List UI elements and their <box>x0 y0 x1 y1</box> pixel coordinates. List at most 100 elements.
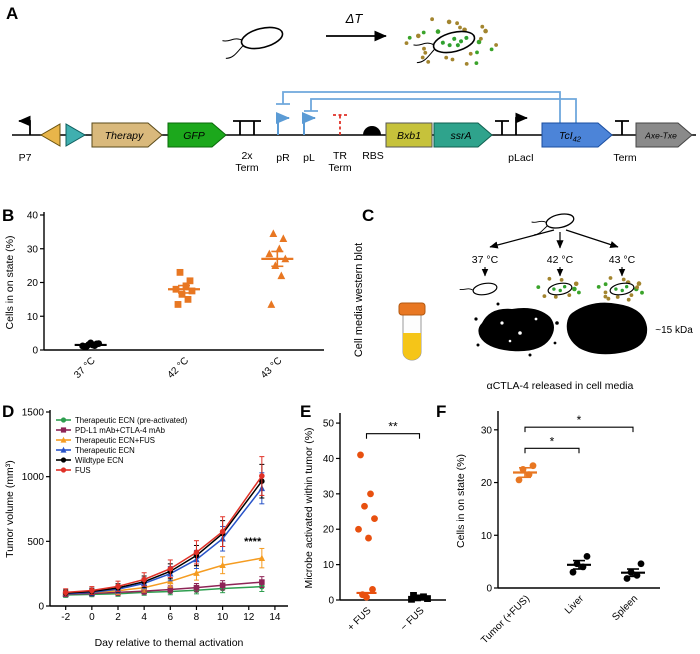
data-point <box>141 576 147 583</box>
activated-bacterium-icon <box>413 30 476 64</box>
molecule-dot <box>636 281 642 286</box>
panel-label-a: A <box>6 4 19 23</box>
molecule-dot <box>494 43 498 47</box>
data-point <box>414 594 421 602</box>
bacterium-43-icon <box>609 282 635 296</box>
data-point <box>184 295 192 303</box>
molecule-dot <box>444 55 449 60</box>
tr-label-top: TR <box>333 150 347 162</box>
significance-label: ** <box>388 420 398 434</box>
x-tick-label: 6 <box>168 612 174 623</box>
series-line <box>65 480 263 594</box>
data-point <box>60 467 67 473</box>
y-tick-label: 50 <box>323 419 335 430</box>
molecule-dot <box>635 285 639 290</box>
molecule-dot <box>475 50 479 55</box>
data-point <box>182 282 190 290</box>
x-category-label: Liver <box>563 593 587 617</box>
data-point <box>363 593 370 601</box>
series-line <box>65 487 263 595</box>
p7-label: P7 <box>19 152 32 164</box>
y-axis-label: Tumor volume (mm³) <box>4 460 16 558</box>
panel-a-circuit-diagram: ΔT Therapy GFP Bx <box>12 11 696 174</box>
molecule-dot <box>629 293 634 297</box>
molecule-dot <box>476 39 482 45</box>
y-tick-label: 30 <box>27 244 39 255</box>
data-point <box>60 417 67 423</box>
data-point <box>371 515 378 523</box>
x-category-label: 43 °C <box>259 355 285 381</box>
y-tick-label: 0 <box>38 602 44 613</box>
tci42-gene <box>541 122 613 148</box>
gfp-gene <box>167 122 227 148</box>
tr-terminator-icon <box>333 114 347 135</box>
bacterium-43-molecules <box>596 276 644 302</box>
placi-promoter-icon <box>515 112 528 135</box>
bacterium-42-molecules <box>536 276 581 299</box>
molecule-dot <box>446 19 452 25</box>
data-point <box>176 268 184 276</box>
data-point <box>525 471 533 479</box>
x-tick-label: 8 <box>194 612 200 623</box>
significance-annotation: **** <box>244 536 262 548</box>
molecule-dot <box>626 297 631 302</box>
data-point <box>271 261 280 270</box>
att-site-teal-icon <box>65 123 86 147</box>
data-point <box>219 582 226 589</box>
branch-arrow-37 <box>489 229 555 249</box>
bacterium-37-icon <box>459 282 498 296</box>
molecule-dot <box>423 50 428 55</box>
data-point <box>279 234 288 243</box>
data-point <box>357 451 364 459</box>
pl-label: pL <box>303 152 315 164</box>
data-point <box>193 549 200 556</box>
data-point <box>172 285 180 293</box>
panel-label-d: D <box>2 402 15 421</box>
legend-label: Therapeutic ECN <box>75 446 135 455</box>
data-point <box>529 462 537 470</box>
molecule-dot <box>458 25 462 30</box>
data-point <box>269 229 278 237</box>
molecule-dot <box>416 33 421 39</box>
data-point <box>355 525 362 533</box>
x-category-label: Tumor (+FUS) <box>479 593 532 646</box>
molecule-dot <box>608 276 613 280</box>
data-point <box>259 473 265 479</box>
molecule-dot <box>468 51 473 56</box>
pr-promoter-icon <box>276 112 290 135</box>
therapy-gene <box>91 122 163 148</box>
term2x-label-top: 2x <box>241 150 253 162</box>
tci-repression-line-pr <box>276 91 561 123</box>
data-point <box>573 560 581 568</box>
temp-label-42: 42 °C <box>547 254 574 266</box>
molecule-dot <box>480 24 485 29</box>
data-point <box>174 301 182 308</box>
y-tick-label: 40 <box>323 454 335 465</box>
panel-c-ylabel: Cell media western blot <box>353 243 365 357</box>
molecule-dot <box>615 295 620 299</box>
data-point <box>275 244 284 253</box>
bxb1-gene-label: Bxb1 <box>397 130 421 142</box>
y-tick-label: 20 <box>323 525 335 536</box>
data-point <box>583 552 591 560</box>
pr-label: pR <box>276 152 290 164</box>
molecule-dot <box>407 35 412 40</box>
placi-label: pLacI <box>508 152 534 164</box>
data-point <box>60 436 67 443</box>
data-point <box>408 595 415 603</box>
y-axis-label: Cells in on state (%) <box>4 236 16 330</box>
molecule-dot <box>422 46 426 51</box>
significance-bracket <box>524 426 634 433</box>
x-category-label: Spleen <box>610 593 640 623</box>
y-tick-label: 10 <box>27 312 39 323</box>
y-tick-label: 0 <box>32 346 38 357</box>
y-tick-label: 20 <box>27 278 39 289</box>
molecule-dot <box>455 21 459 26</box>
molecule-dot <box>404 41 409 45</box>
data-point <box>60 446 67 453</box>
western-blot-band-43 <box>566 302 648 355</box>
data-point <box>361 502 368 510</box>
molecule-dot <box>553 295 558 299</box>
